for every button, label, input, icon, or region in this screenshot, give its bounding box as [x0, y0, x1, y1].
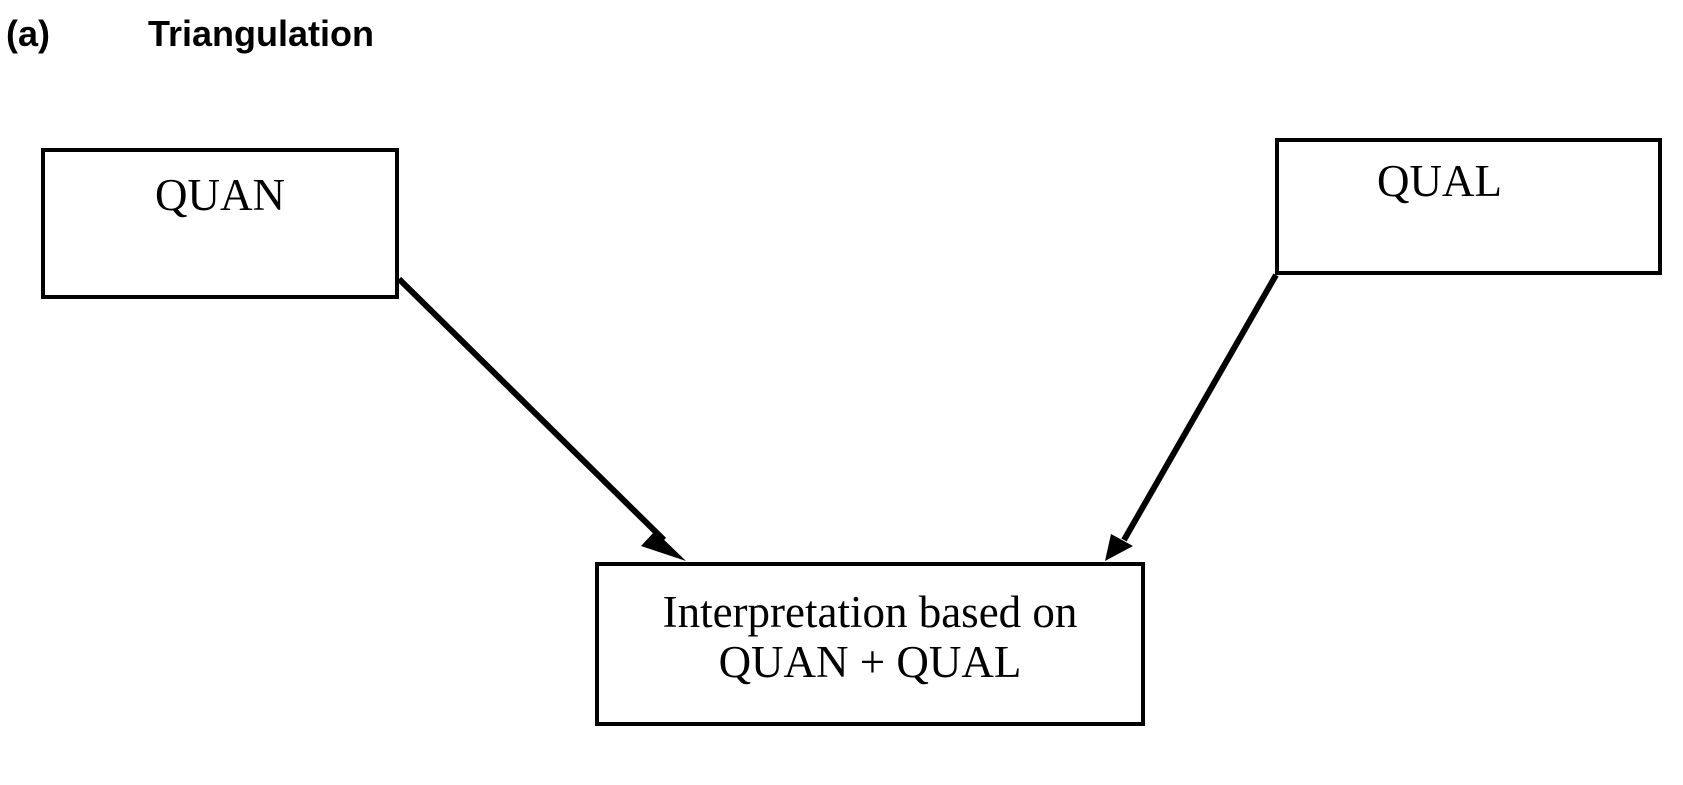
- panel-label: (a): [6, 13, 50, 54]
- figure-title: (a) Triangulation: [6, 14, 374, 54]
- arrowhead-quan: [641, 531, 686, 561]
- node-label-qual: QUAL: [1377, 156, 1502, 206]
- arrow-quan-to-interpretation: [396, 276, 686, 561]
- arrowhead-qual: [1105, 534, 1133, 561]
- arrow-line-quan: [396, 276, 667, 543]
- node-label-interpretation: Interpretation based on QUAN + QUAL: [662, 587, 1078, 688]
- node-box-qual: QUAL: [1275, 138, 1662, 275]
- arrow-qual-to-interpretation: [1105, 273, 1279, 561]
- node-label-quan: QUAN: [155, 170, 285, 220]
- page-title: Triangulation: [148, 13, 375, 54]
- node-box-quan: QUAN: [41, 148, 399, 299]
- node-box-interpretation: Interpretation based on QUAN + QUAL: [595, 562, 1145, 726]
- arrow-line-qual: [1121, 273, 1279, 542]
